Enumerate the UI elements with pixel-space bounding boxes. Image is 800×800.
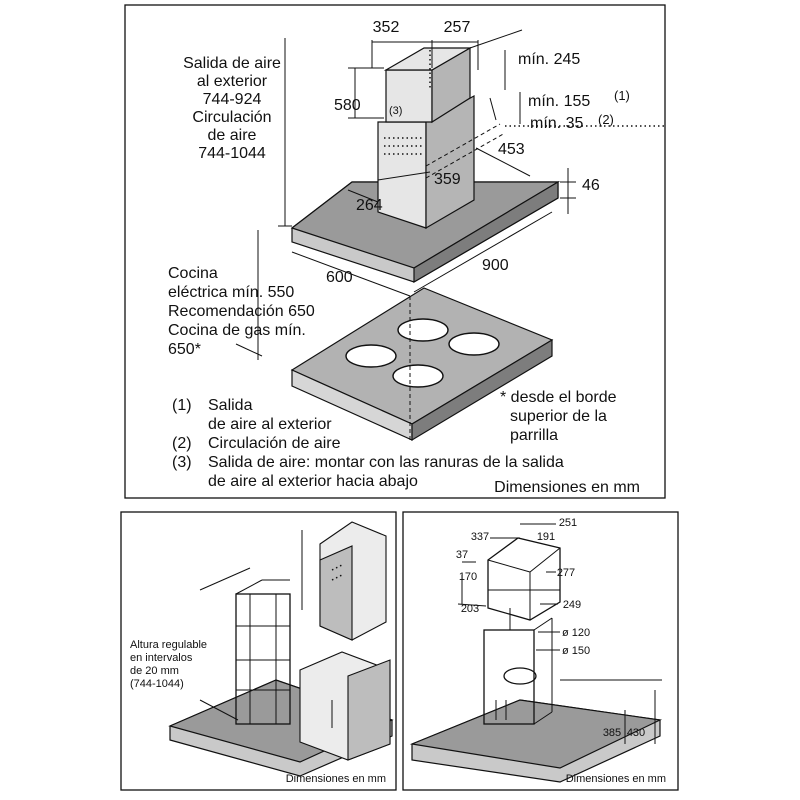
- right-panel-frame: [402, 511, 679, 791]
- dim-385: 385: [603, 727, 621, 739]
- svg-text:de aire: de aire: [208, 127, 257, 144]
- dim-170: 170: [459, 571, 477, 583]
- air-outlet-slots: [384, 137, 422, 155]
- right-frame-lower: [483, 629, 535, 725]
- left-outlet-label: Salida de aire al exterior 744-924 Circu…: [183, 55, 281, 162]
- dim-352: 352: [373, 19, 400, 36]
- dim-900-line: [413, 211, 553, 293]
- dim-359-line: [377, 171, 431, 181]
- dim-min35: mín. 35: [530, 115, 583, 132]
- svg-text:(744-1044): (744-1044): [130, 678, 184, 690]
- cooktop-side: [411, 338, 553, 442]
- dim-min245: mín. 245: [518, 51, 580, 68]
- ref-3: (3): [389, 105, 402, 117]
- dim-264-line: [347, 189, 379, 203]
- dim-600-line: [291, 251, 411, 297]
- left-units-label: Dimensiones en mm: [286, 773, 386, 785]
- left-panel-frame: [120, 511, 397, 791]
- legend-3-line2: de aire al exterior hacia abajo: [208, 473, 418, 490]
- duct-collar: [503, 667, 537, 685]
- svg-text:de 20 mm: de 20 mm: [130, 665, 179, 677]
- dim-277: 277: [557, 567, 575, 579]
- right-frame-top: [487, 537, 561, 621]
- left-height-dim-top: [199, 567, 251, 591]
- svg-text:744-924: 744-924: [203, 91, 262, 108]
- dim-46: 46: [582, 177, 600, 194]
- dim-337: 337: [471, 531, 489, 543]
- legend-1-num: (1): [172, 397, 192, 414]
- svg-text:650*: 650*: [168, 341, 201, 358]
- svg-text:eléctrica mín. 550: eléctrica mín. 550: [168, 284, 294, 301]
- svg-text:al exterior: al exterior: [197, 73, 268, 90]
- svg-text:744-1044: 744-1044: [198, 145, 266, 162]
- left-height-dim-bottom: [199, 699, 239, 721]
- dim-249: 249: [563, 599, 581, 611]
- right-units-label: Dimensiones en mm: [566, 773, 666, 785]
- main-units-label: Dimensiones en mm: [494, 479, 640, 496]
- dim-430: 430: [627, 727, 645, 739]
- recirculation-dash-2: [425, 132, 506, 179]
- legend-1-line2: de aire al exterior: [208, 416, 332, 433]
- svg-text:parrilla: parrilla: [510, 427, 558, 444]
- burner-back-left: [397, 318, 449, 342]
- dim-min155: mín. 155: [528, 93, 590, 110]
- svg-text:Cocina: Cocina: [168, 265, 218, 282]
- legend-2-line1: Circulación de aire: [208, 435, 341, 452]
- dim-d120: ø 120: [562, 627, 590, 639]
- svg-text:en intervalos: en intervalos: [130, 652, 193, 664]
- dim-453: 453: [498, 141, 525, 158]
- footnote-grill-edge: * desde el borde superior de la parrilla: [500, 389, 617, 444]
- dim-359: 359: [434, 171, 461, 188]
- dim-203: 203: [461, 603, 479, 615]
- dim-580: 580: [334, 97, 361, 114]
- burner-front-right: [392, 364, 444, 388]
- legend-2-num: (2): [172, 435, 192, 452]
- dim-453-line: [475, 147, 531, 177]
- dim-600: 600: [326, 269, 353, 286]
- svg-text:Cocina de gas mín.: Cocina de gas mín.: [168, 322, 306, 339]
- legend-3-line1: Salida de aire: montar con las ranuras d…: [208, 454, 564, 471]
- right-frame-drawing: [409, 523, 663, 783]
- cooktop-distance-label: Cocina eléctrica mín. 550 Recomendación …: [168, 265, 315, 358]
- ref-1: (1): [614, 88, 630, 103]
- svg-text:Recomendación 650: Recomendación 650: [168, 303, 315, 320]
- recirculation-dash-1: [425, 123, 501, 167]
- hood-canopy-side: [413, 180, 559, 284]
- dim-264: 264: [356, 197, 383, 214]
- legend: (1) Salida de aire al exterior (2) Circu…: [172, 397, 564, 490]
- dim-251: 251: [559, 517, 577, 529]
- svg-text:Salida de aire: Salida de aire: [183, 55, 281, 72]
- left-adjustable-height-label: Altura regulable en intervalos de 20 mm …: [130, 639, 207, 690]
- dim-257: 257: [444, 19, 471, 36]
- burner-back-right: [448, 332, 500, 356]
- dim-900: 900: [482, 257, 509, 274]
- svg-text:* desde el borde: * desde el borde: [500, 389, 617, 406]
- dim-191: 191: [537, 531, 555, 543]
- ref-2: (2): [598, 112, 614, 127]
- svg-text:Altura regulable: Altura regulable: [130, 639, 207, 651]
- dim-37: 37: [456, 549, 468, 561]
- burner-front-left: [345, 344, 397, 368]
- svg-text:superior de la: superior de la: [510, 408, 607, 425]
- legend-3-num: (3): [172, 454, 192, 471]
- svg-text:Circulación: Circulación: [192, 109, 271, 126]
- left-assembly-drawing: [168, 521, 394, 777]
- dim-d150: ø 150: [562, 645, 590, 657]
- main-panel-frame: [124, 4, 666, 499]
- main-hood-drawing: [235, 29, 665, 442]
- legend-1-line1: Salida: [208, 397, 253, 414]
